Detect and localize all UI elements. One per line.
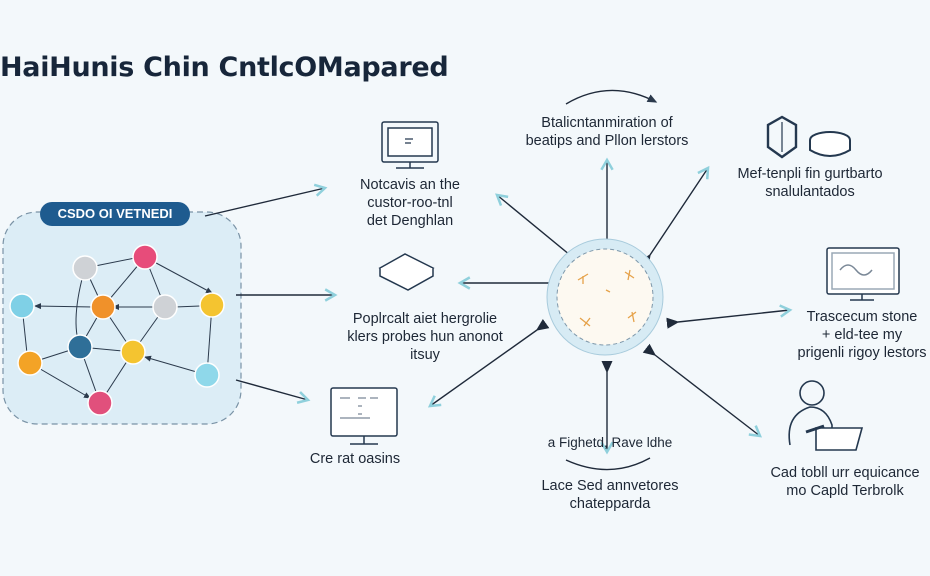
- label-line: Cad tobll urr equicance: [770, 465, 920, 481]
- shield-chip-icon: [766, 115, 798, 159]
- arrow-hub-topright: [639, 165, 710, 268]
- cluster-node: [132, 244, 158, 270]
- diagram-title: HaiHunis Chin CntlcOMapared: [0, 52, 449, 83]
- arrow-hub-person: [642, 343, 763, 438]
- database-icon: [809, 131, 851, 157]
- screen-icon: [330, 387, 398, 445]
- cluster-node: [67, 334, 93, 360]
- label-line: beatips and Pllon lerstors: [525, 133, 689, 149]
- label-top-center: Btalicntanmiration of beatips and Pllon …: [526, 114, 689, 150]
- label-line: Trascecum stone: [806, 309, 918, 325]
- label-line: chatepparda: [569, 496, 651, 512]
- arrow-cluster-to-monitor: [204, 183, 328, 217]
- arrow-hub-topleft: [495, 193, 583, 267]
- label-line: + eld-tee my: [821, 327, 903, 343]
- arc-bottom: [565, 457, 651, 471]
- cluster-nodes: [9, 244, 225, 416]
- label-line: mo Capld Terbrolk: [786, 483, 904, 499]
- cluster-node: [17, 350, 43, 376]
- arrow-hub-right: [666, 304, 793, 329]
- monitor-icon: [381, 121, 439, 169]
- label-line: snalulantados: [765, 184, 855, 200]
- arrow-cluster-to-screen: [235, 379, 311, 404]
- cluster-badge: CSDO OI VETNEDI: [40, 202, 190, 226]
- label-line: det Denghlan: [366, 213, 454, 229]
- cluster-node: [9, 293, 35, 319]
- label-line: Cre rat oasins: [309, 451, 401, 467]
- label-line: Notcavis an the: [360, 177, 460, 193]
- cluster-box: [2, 211, 242, 425]
- label-laptop: Poplrcalt aiet hergrolie klers probes hu…: [347, 310, 503, 364]
- label-right-mid: Trascecum stone + eld-tee my prigenli ri…: [798, 308, 927, 362]
- label-line: Btalicntanmiration of: [541, 115, 673, 131]
- dashboard-monitor-icon: [826, 247, 900, 301]
- label-line: custor-roo-tnl: [367, 195, 453, 211]
- label-line: klers probes hun anonot: [347, 329, 503, 345]
- label-line: itsuy: [410, 347, 440, 363]
- label-line: Lace Sed annvetores: [541, 478, 679, 494]
- cluster-node: [199, 292, 225, 318]
- laptop-icon: [378, 253, 435, 291]
- arc-top: [565, 89, 658, 105]
- label-screen: Cre rat oasins: [310, 450, 400, 468]
- cluster-node: [152, 294, 178, 320]
- cluster-node: [194, 362, 220, 388]
- cluster-node: [72, 255, 98, 281]
- label-line: a Fighetd, Rave ldhe: [547, 435, 673, 450]
- cluster-node: [90, 294, 116, 320]
- label-bottom-arc: a Fighetd, Rave ldhe: [548, 434, 673, 452]
- label-bottom-center: Lace Sed annvetores chatepparda: [541, 477, 678, 513]
- cluster-node: [120, 339, 146, 365]
- label-bottom-right: Cad tobll urr equicance mo Capld Terbrol…: [770, 464, 919, 500]
- label-line: Mef-tenpli fin gurtbarto: [737, 166, 883, 182]
- label-monitor-top: Notcavis an the custor-roo-tnl det Dengh…: [360, 176, 460, 230]
- hub-circle: [546, 238, 664, 356]
- cluster-node: [87, 390, 113, 416]
- person-laptop-icon: [788, 380, 864, 451]
- label-top-right: Mef-tenpli fin gurtbarto snalulantados: [737, 165, 882, 201]
- label-line: Poplrcalt aiet hergrolie: [352, 311, 498, 327]
- arrow-hub-screen: [427, 318, 550, 408]
- label-line: prigenli rigoy lestors: [797, 345, 927, 361]
